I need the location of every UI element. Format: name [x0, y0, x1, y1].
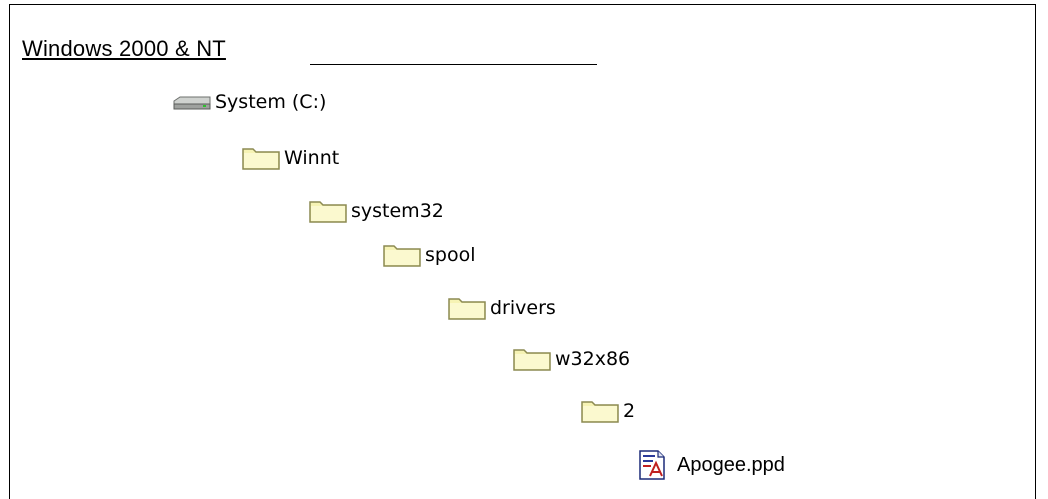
- tree-item-folder[interactable]: system32: [308, 196, 444, 226]
- tree-item-label: spool: [425, 244, 476, 266]
- drive-icon: [173, 96, 211, 110]
- tree-item-label: drivers: [490, 297, 556, 319]
- folder-icon: [581, 401, 619, 423]
- tree-item-folder[interactable]: w32x86: [512, 344, 630, 374]
- tree-item-folder[interactable]: 2: [580, 396, 635, 426]
- folder-icon: [309, 201, 347, 223]
- tree-item-label: Winnt: [284, 147, 340, 169]
- tree-item-label: system32: [351, 200, 444, 222]
- folder-icon: [513, 349, 551, 371]
- heading-underline: [310, 64, 597, 65]
- folder-icon: [383, 245, 421, 267]
- section-heading: Windows 2000 & NT: [22, 36, 226, 61]
- tree-item-folder[interactable]: drivers: [447, 293, 556, 323]
- tree-item-file[interactable]: Apogee.ppd: [636, 450, 785, 480]
- tree-item-folder[interactable]: spool: [382, 240, 476, 270]
- tree-item-label: w32x86: [555, 348, 631, 370]
- folder-icon: [448, 298, 486, 320]
- folder-icon: [242, 148, 280, 170]
- tree-item-label: Apogee.ppd: [677, 453, 785, 476]
- tree-item-drive[interactable]: System (C:): [172, 87, 326, 117]
- tree-item-label: 2: [623, 400, 636, 422]
- tree-item-label: System (C:): [215, 91, 327, 113]
- content-frame: [9, 4, 1036, 499]
- tree-item-folder[interactable]: Winnt: [241, 143, 339, 173]
- ppd-file-icon: [639, 450, 665, 480]
